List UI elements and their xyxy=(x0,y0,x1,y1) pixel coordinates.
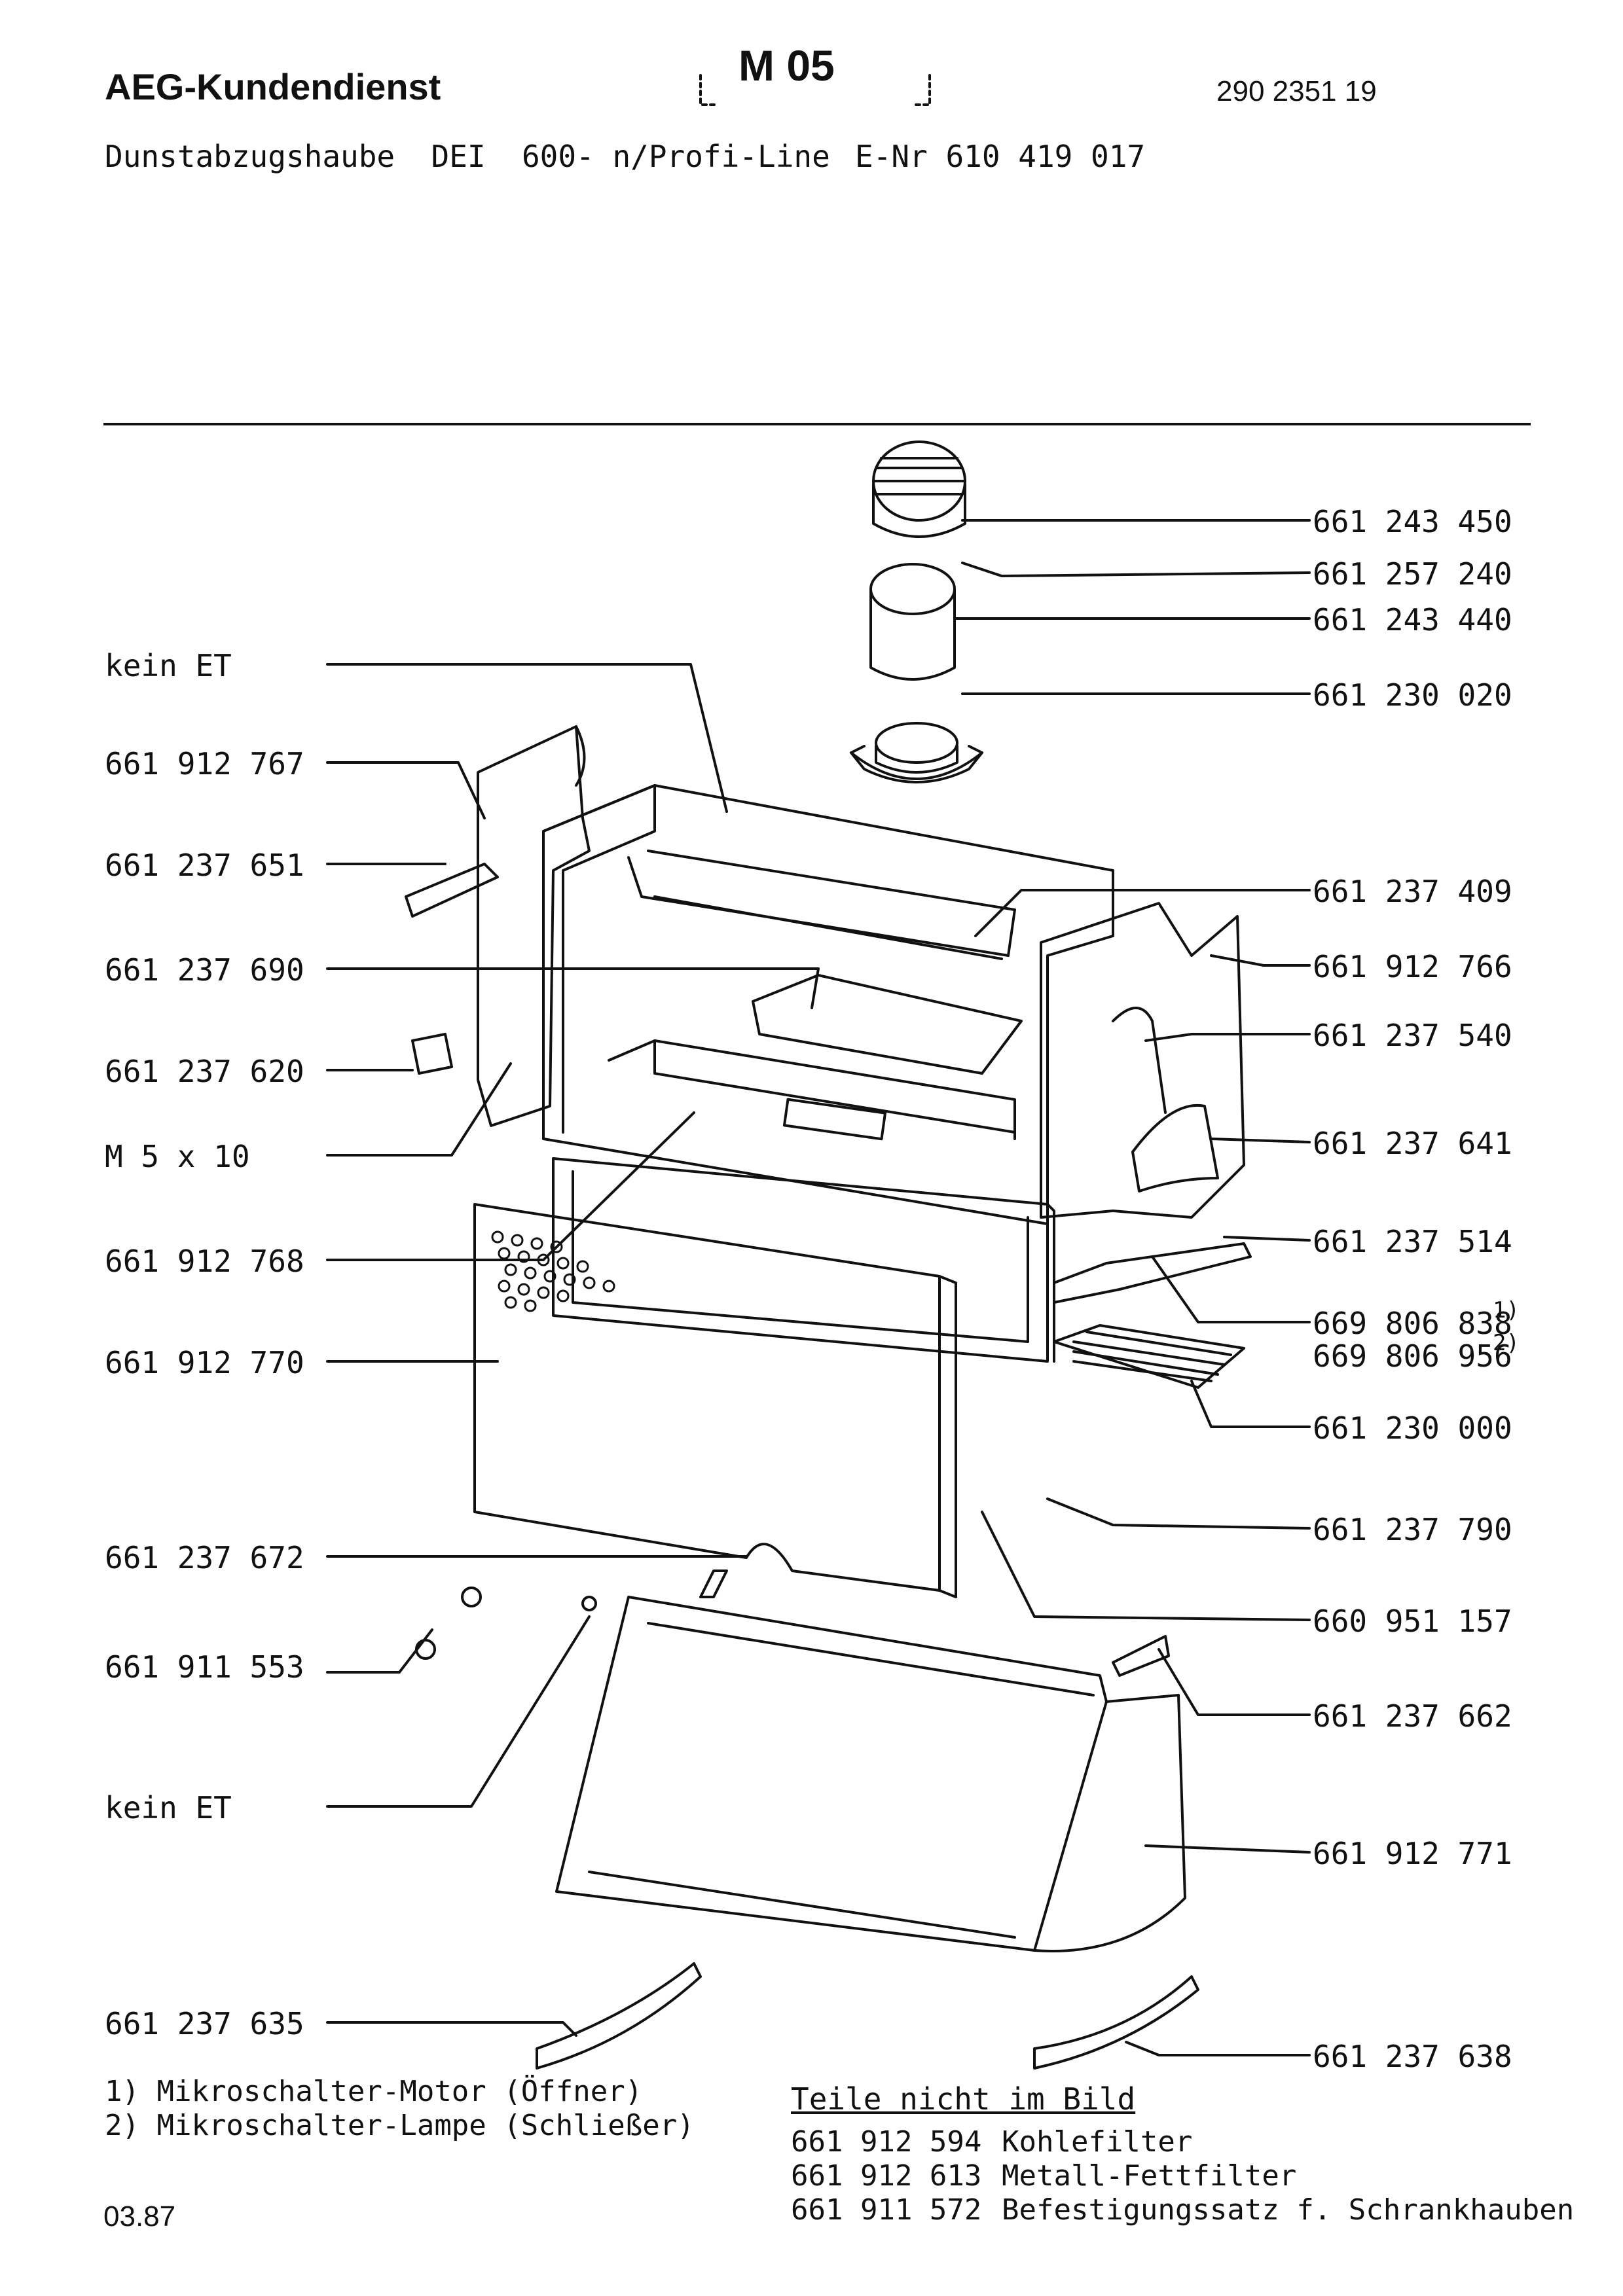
footnote: 2) Mikroschalter-Lampe (Schließer) xyxy=(105,2109,695,2142)
leader-line xyxy=(326,1111,695,1261)
not-shown-number: 661 912 594 xyxy=(791,2125,982,2159)
footnote-marker: 1) xyxy=(1493,1297,1520,1323)
not-shown-name: Kohlefilter xyxy=(1002,2125,1193,2159)
leader-line xyxy=(1125,2041,1311,2056)
leader-line xyxy=(326,1062,512,1157)
left-side-panel-part xyxy=(477,725,591,1127)
appliance-name: Dunstabzugshaube DEI 600- n/Profi-Line xyxy=(105,139,830,174)
e-number: E-Nr 610 419 017 xyxy=(855,139,1146,174)
part-label: 661 912 771 xyxy=(1313,1836,1512,1871)
leader-line xyxy=(326,663,728,813)
leader-line xyxy=(1190,1380,1311,1428)
part-label: 661 912 770 xyxy=(105,1345,304,1380)
header-rule xyxy=(103,423,1531,425)
not-shown-name: Metall-Fettfilter xyxy=(1002,2159,1297,2193)
screw-part xyxy=(461,1587,482,1607)
part-label: 661 912 767 xyxy=(105,746,304,781)
bottom-plate-part xyxy=(1053,1242,1252,1304)
part-label: 661 237 651 xyxy=(105,848,304,883)
footnote: 1) Mikroschalter-Motor (Öffner) xyxy=(105,2075,643,2108)
part-label: 661 912 768 xyxy=(105,1244,304,1279)
leader-line xyxy=(974,889,1311,937)
leader-line xyxy=(326,761,486,819)
leader-line xyxy=(1223,1236,1311,1242)
issue-date: 03.87 xyxy=(103,2200,176,2233)
trim-strip-right-part xyxy=(1033,1975,1199,2070)
part-label: M 5 x 10 xyxy=(105,1139,250,1174)
part-label: 661 230 000 xyxy=(1313,1410,1512,1446)
document-number: 290 2351 19 xyxy=(1216,75,1377,107)
company-title: AEG-Kundendienst xyxy=(105,66,441,107)
leader-line xyxy=(326,1628,433,1674)
leader-line xyxy=(1158,1648,1311,1716)
part-label: 661 243 450 xyxy=(1313,504,1512,539)
part-label: 660 951 157 xyxy=(1313,1604,1512,1639)
part-label: 661 237 690 xyxy=(105,952,304,988)
part-label: 669 806 838 xyxy=(1313,1306,1512,1341)
part-label: 661 237 540 xyxy=(1313,1018,1512,1053)
leader-line xyxy=(961,562,1311,577)
trim-strip-left-part xyxy=(536,1962,702,2070)
part-label: 661 237 790 xyxy=(1313,1512,1512,1547)
not-shown-heading: Teile nicht im Bild xyxy=(791,2081,1136,2117)
grille-cap-part xyxy=(872,440,966,538)
part-label: 661 237 514 xyxy=(1313,1224,1512,1259)
grease-grille-part xyxy=(1053,1324,1245,1389)
part-label: 661 911 553 xyxy=(105,1649,304,1685)
main-housing-part xyxy=(542,784,1114,1225)
leader-line xyxy=(1210,1138,1311,1143)
lamp-cover-part xyxy=(752,974,1023,1075)
leader-line xyxy=(1046,1498,1311,1530)
lower-hood-part xyxy=(555,1596,1186,1952)
not-shown-number: 661 911 572 xyxy=(791,2193,982,2227)
leader-line xyxy=(1151,1255,1311,1323)
handle-clip-part xyxy=(699,1570,728,1598)
switch-box-part xyxy=(411,1033,453,1075)
part-label: kein ET xyxy=(105,648,232,683)
left-trim-part xyxy=(405,863,499,918)
leader-line xyxy=(1144,1033,1311,1042)
not-shown-number: 661 912 613 xyxy=(791,2159,982,2193)
part-label: 661 237 635 xyxy=(105,2006,304,2041)
collar-ring-part xyxy=(850,722,983,783)
part-label: 661 237 641 xyxy=(1313,1126,1512,1161)
screw-part xyxy=(415,1639,436,1660)
not-shown-name: Befestigungssatz f. Schrankhauben xyxy=(1002,2193,1575,2227)
part-label: kein ET xyxy=(105,1790,232,1825)
filter-frame-part xyxy=(552,1157,1055,1363)
part-label: 661 230 020 xyxy=(1313,677,1512,713)
part-label: 661 237 409 xyxy=(1313,874,1512,909)
leader-line xyxy=(326,967,820,1009)
screw-part xyxy=(581,1596,597,1611)
part-label: 661 237 620 xyxy=(105,1054,304,1089)
perforation-pattern xyxy=(491,1230,615,1312)
part-label: 661 237 638 xyxy=(1313,2039,1512,2074)
part-label: 661 243 440 xyxy=(1313,602,1512,637)
right-side-panel-part xyxy=(1040,902,1245,1219)
part-label: 661 912 766 xyxy=(1313,949,1512,984)
section-code: M 05 xyxy=(739,41,835,90)
pipe-cylinder-part xyxy=(869,563,956,681)
leader-line xyxy=(326,2021,577,2037)
part-label: 661 237 672 xyxy=(105,1540,304,1575)
side-clip-part xyxy=(1112,1635,1170,1677)
part-label: 661 237 662 xyxy=(1313,1698,1512,1734)
leader-line xyxy=(1144,1844,1311,1854)
leader-line xyxy=(326,1615,591,1808)
leader-line xyxy=(981,1511,1311,1621)
part-label: 661 257 240 xyxy=(1313,556,1512,592)
part-label: 669 806 956 xyxy=(1313,1338,1512,1374)
footnote-marker: 2) xyxy=(1493,1330,1520,1356)
leader-line xyxy=(1210,954,1311,967)
